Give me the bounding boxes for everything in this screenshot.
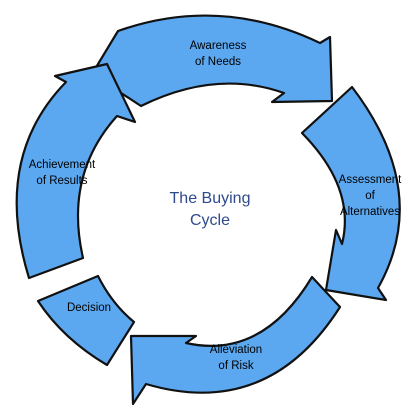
block-decision: [36, 274, 136, 367]
label-assessment-of-alternatives: Assessment of Alternatives: [320, 172, 420, 220]
label-line: of Risk: [218, 360, 254, 372]
label-line: Alternatives: [339, 206, 401, 218]
label-line: of Results: [36, 175, 88, 187]
label-awareness-of-needs: Awareness of Needs: [168, 38, 268, 70]
label-line: of: [365, 190, 375, 202]
arrow-achievement-of-results: [15, 62, 137, 280]
label-line: Achievement: [28, 159, 96, 171]
arrow-awareness-of-needs: [90, 14, 334, 108]
label-decision: Decision: [54, 300, 124, 316]
label-achievement-of-results: Achievement of Results: [12, 157, 112, 189]
arrow-assessment-of-alternatives: [300, 85, 401, 302]
center-title-line: The Buying: [169, 190, 251, 207]
center-title: The Buying Cycle: [150, 188, 270, 232]
label-line: Awareness: [189, 40, 247, 52]
label-line: Decision: [66, 302, 112, 314]
center-title-line: Cycle: [189, 212, 230, 229]
label-line: of Needs: [194, 56, 242, 68]
label-alleviation-of-risk: Alleviation of Risk: [186, 342, 286, 374]
label-line: Alleviation: [209, 344, 263, 356]
arrow-alleviation-of-risk: [129, 275, 342, 406]
label-line: Assessment: [338, 174, 402, 186]
